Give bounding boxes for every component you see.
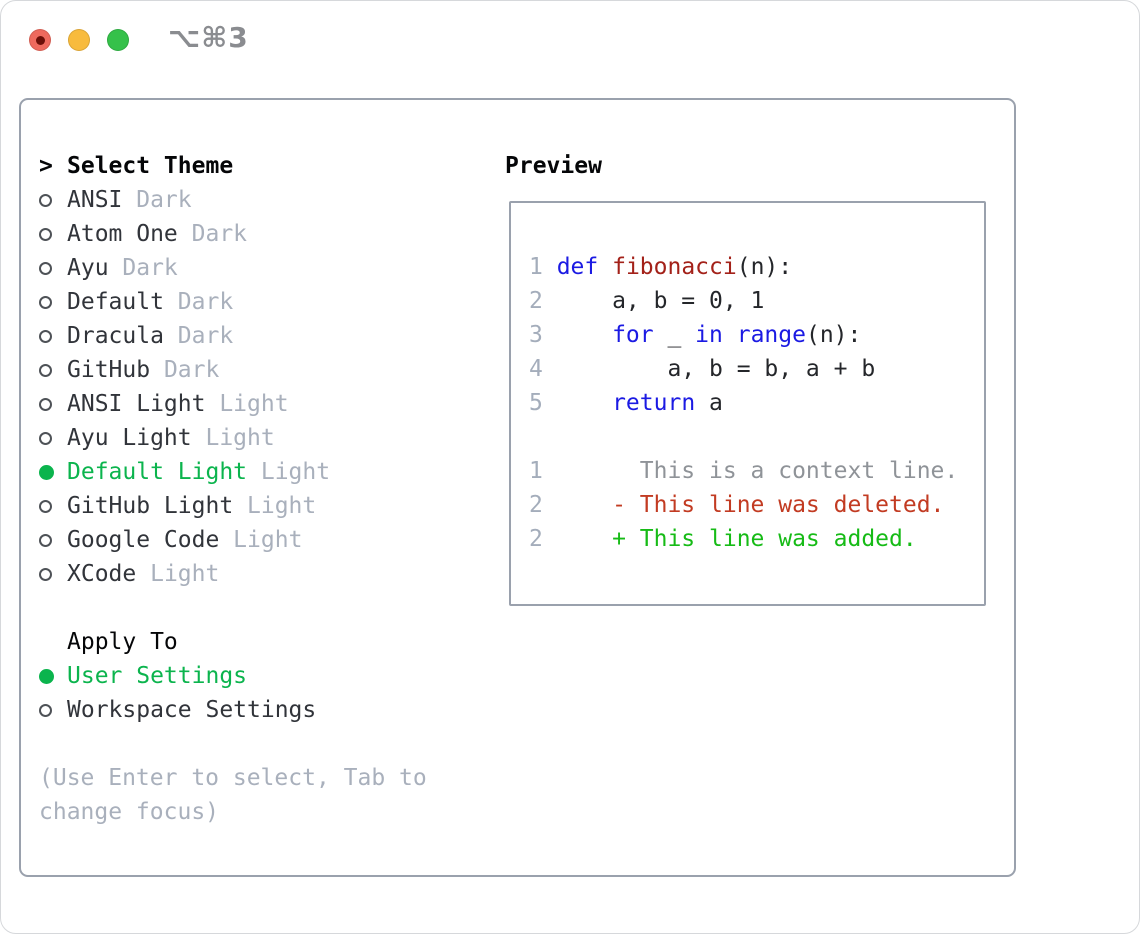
- line-number: 2: [529, 288, 543, 314]
- zoom-button[interactable]: [107, 29, 129, 51]
- minimize-button[interactable]: [68, 29, 90, 51]
- close-button[interactable]: [29, 29, 51, 51]
- theme-name: Google Code: [67, 527, 220, 553]
- preview-line: 1 This is a context line.: [529, 454, 984, 488]
- theme-option[interactable]: GitHub Light Light: [39, 489, 479, 523]
- preview-title-row: Preview: [505, 149, 602, 183]
- theme-option[interactable]: Google Code Light: [39, 523, 479, 557]
- preview-line: 2 a, b = 0, 1: [529, 284, 984, 318]
- apply-option[interactable]: User Settings: [39, 659, 479, 693]
- theme-variant: Dark: [177, 221, 248, 247]
- theme-name: Ayu: [67, 255, 109, 281]
- title-bar: ⌥⌘3: [1, 1, 1139, 98]
- theme-variant: Light: [247, 459, 331, 485]
- radio-icon: [39, 703, 52, 717]
- line-number: 4: [529, 356, 543, 382]
- theme-variant: Dark: [163, 289, 234, 315]
- apply-to-header-row: Apply To: [39, 625, 479, 659]
- line-number: 3: [529, 322, 543, 348]
- theme-variant: Light: [233, 493, 317, 519]
- radio-icon: [39, 499, 52, 513]
- theme-option[interactable]: Default Light Light: [39, 455, 479, 489]
- theme-name: GitHub Light: [67, 493, 234, 519]
- line-number: 1: [529, 458, 543, 484]
- theme-option[interactable]: GitHub Dark: [39, 353, 479, 387]
- apply-option[interactable]: Workspace Settings: [39, 693, 479, 727]
- line-number: 1: [529, 254, 543, 280]
- theme-option[interactable]: Default Dark: [39, 285, 479, 319]
- theme-variant: Light: [136, 561, 220, 587]
- theme-name: Default Light: [67, 459, 248, 485]
- theme-option[interactable]: Ayu Light Light: [39, 421, 479, 455]
- window-title: ⌥⌘3: [168, 21, 249, 54]
- theme-variant: Dark: [122, 187, 192, 213]
- theme-variant: Light: [205, 391, 289, 417]
- theme-name: Ayu Light: [67, 425, 192, 451]
- preview-line: 5 return a: [529, 386, 984, 420]
- radio-icon: [39, 431, 52, 445]
- radio-icon: [39, 295, 52, 309]
- theme-name: ANSI Light: [67, 391, 206, 417]
- preview-line: 3 for _ in range(n):: [529, 318, 984, 352]
- radio-icon: [39, 261, 52, 275]
- theme-option[interactable]: Dracula Dark: [39, 319, 479, 353]
- radio-icon: [39, 193, 52, 207]
- radio-icon: [39, 567, 52, 581]
- traffic-lights: [29, 29, 129, 51]
- theme-name: ANSI: [67, 187, 123, 213]
- theme-variant: Light: [219, 527, 303, 553]
- apply-to-header: Apply To: [67, 629, 178, 655]
- radio-icon: [39, 363, 52, 377]
- radio-icon: [39, 397, 52, 411]
- theme-variant: Light: [191, 425, 275, 451]
- radio-icon: [39, 533, 52, 547]
- theme-option[interactable]: XCode Light: [39, 557, 479, 591]
- preview-title: Preview: [505, 153, 602, 179]
- selection-cursor-icon: >: [39, 153, 53, 179]
- theme-option[interactable]: Atom One Dark: [39, 217, 479, 251]
- apply-option-label: User Settings: [67, 663, 248, 689]
- theme-name: Default: [67, 289, 164, 315]
- radio-selected-icon: [39, 668, 54, 684]
- theme-option[interactable]: ANSI Light Light: [39, 387, 479, 421]
- theme-option[interactable]: ANSI Dark: [39, 183, 479, 217]
- theme-name: GitHub: [67, 357, 151, 383]
- theme-list-header: Select Theme: [67, 153, 234, 179]
- record-dot-icon: [35, 35, 45, 45]
- theme-variant: Dark: [108, 255, 178, 281]
- theme-list-header-row: > Select Theme: [39, 149, 479, 183]
- preview-line: 2 + This line was added.: [529, 522, 984, 556]
- theme-name: XCode: [67, 561, 137, 587]
- preview-line: 2 - This line was deleted.: [529, 488, 984, 522]
- theme-variant: Dark: [150, 357, 220, 383]
- theme-variant: Dark: [163, 323, 234, 349]
- theme-option[interactable]: Ayu Dark: [39, 251, 479, 285]
- preview-blank-line: [529, 420, 984, 454]
- line-number: 2: [529, 526, 543, 552]
- hint-text: (Use Enter to select, Tab to change focu…: [39, 765, 427, 825]
- radio-icon: [39, 329, 52, 343]
- apply-option-label: Workspace Settings: [67, 697, 317, 723]
- theme-name: Dracula: [67, 323, 164, 349]
- radio-selected-icon: [39, 464, 54, 480]
- theme-name: Atom One: [67, 221, 178, 247]
- line-number: 5: [529, 390, 543, 416]
- line-number: 2: [529, 492, 543, 518]
- spacer: [39, 591, 479, 625]
- preview-line: 4 a, b = b, a + b: [529, 352, 984, 386]
- radio-icon: [39, 227, 52, 241]
